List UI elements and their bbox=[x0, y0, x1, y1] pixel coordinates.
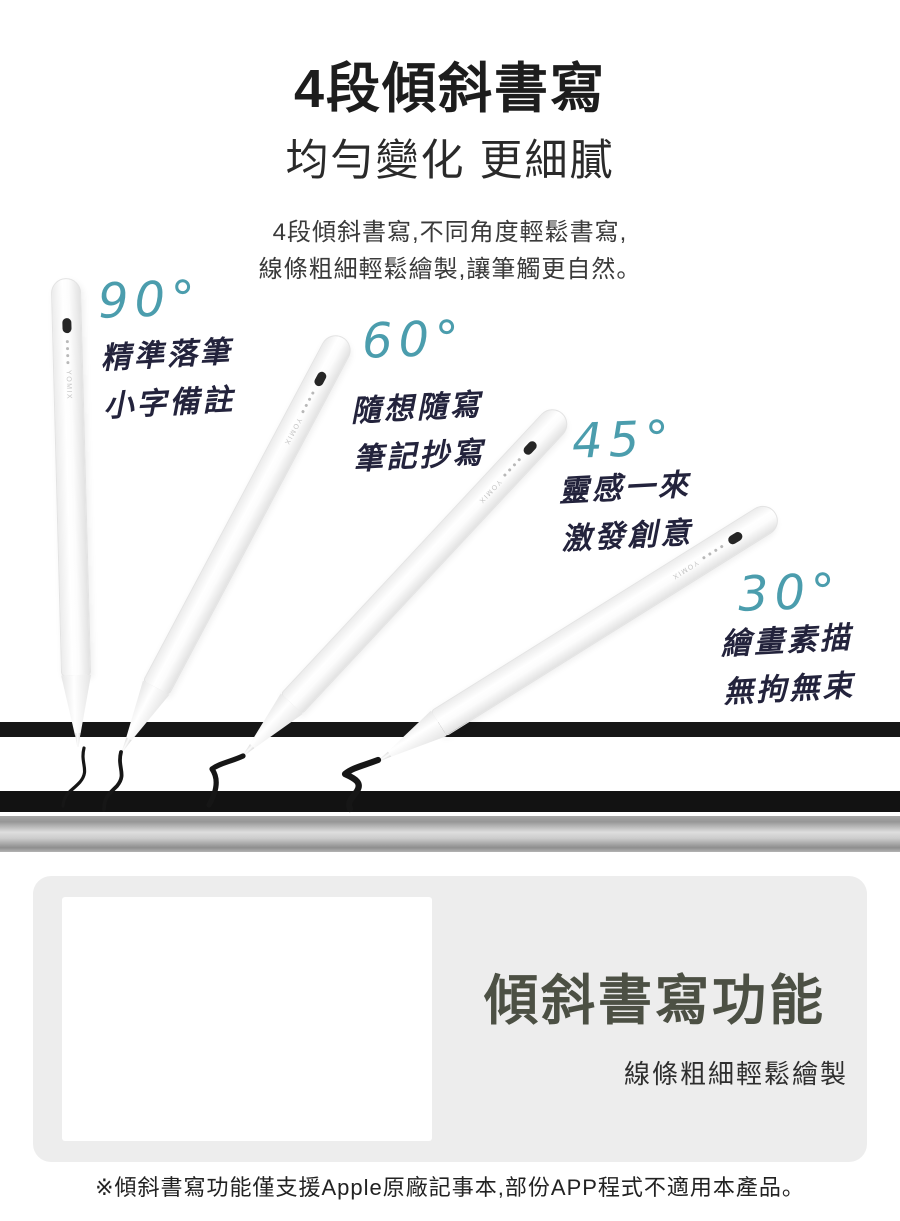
caption-45-line-1: 靈感一來 bbox=[557, 467, 692, 510]
caption-90: 精準落筆 小字備註 bbox=[100, 329, 237, 432]
caption-30: 繪畫素描 無拘無束 bbox=[720, 615, 857, 718]
pen-brand-label: YOMIX bbox=[64, 370, 73, 401]
caption-45: 靈感一來 激發創意 bbox=[558, 462, 695, 565]
caption-60: 隨想隨寫 筆記抄寫 bbox=[350, 382, 487, 485]
pen-tip-cone bbox=[115, 681, 170, 748]
angle-label-45: 45° bbox=[571, 410, 677, 470]
caption-90-line-1: 精準落筆 bbox=[99, 334, 234, 377]
pen-body bbox=[50, 277, 92, 677]
caption-90-line-2: 小字備註 bbox=[102, 382, 237, 425]
caption-60-line-2: 筆記抄寫 bbox=[352, 435, 487, 478]
footnote: ※傾斜書寫功能僅支援Apple原廠記事本,部份APP程式不適用本產品。 bbox=[95, 1175, 805, 1200]
feature-box: 傾斜書寫功能 線條粗細輕鬆繪製 bbox=[33, 876, 867, 1162]
caption-45-line-2: 激發創意 bbox=[560, 515, 695, 558]
pen-tip-cone bbox=[61, 675, 93, 736]
pen-charging-port bbox=[62, 318, 72, 334]
feature-subtitle: 線條粗細輕鬆繪製 bbox=[623, 1059, 848, 1089]
angle-label-60: 60° bbox=[361, 310, 467, 370]
caption-30-line-2: 無拘無束 bbox=[722, 668, 857, 711]
page-subtitle: 均勻變化 更細膩 bbox=[285, 137, 615, 185]
feature-title: 傾斜書寫功能 bbox=[484, 971, 826, 1031]
caption-60-line-1: 隨想隨寫 bbox=[349, 387, 484, 430]
stylus-pen-90: YOMIX bbox=[50, 277, 93, 749]
caption-30-line-1: 繪畫素描 bbox=[719, 620, 854, 663]
page-description: 4段傾斜書寫,不同角度輕鬆書寫, 線條粗細輕鬆繪製,讓筆觸更自然。 bbox=[0, 214, 900, 288]
tablet-edge-bar bbox=[0, 791, 900, 812]
pen-nib bbox=[74, 733, 81, 747]
description-line-2: 線條粗細輕鬆繪製,讓筆觸更自然。 bbox=[258, 256, 642, 283]
table-edge-bar bbox=[0, 816, 900, 852]
pen-led-dots bbox=[65, 340, 70, 365]
demo-image-placeholder bbox=[62, 897, 432, 1141]
angle-label-90: 90° bbox=[97, 270, 203, 330]
description-line-1: 4段傾斜書寫,不同角度輕鬆書寫, bbox=[272, 219, 628, 246]
page-title: 4段傾斜書寫 bbox=[293, 59, 607, 119]
angle-label-30: 30° bbox=[737, 563, 843, 623]
pen-nib bbox=[119, 737, 132, 753]
